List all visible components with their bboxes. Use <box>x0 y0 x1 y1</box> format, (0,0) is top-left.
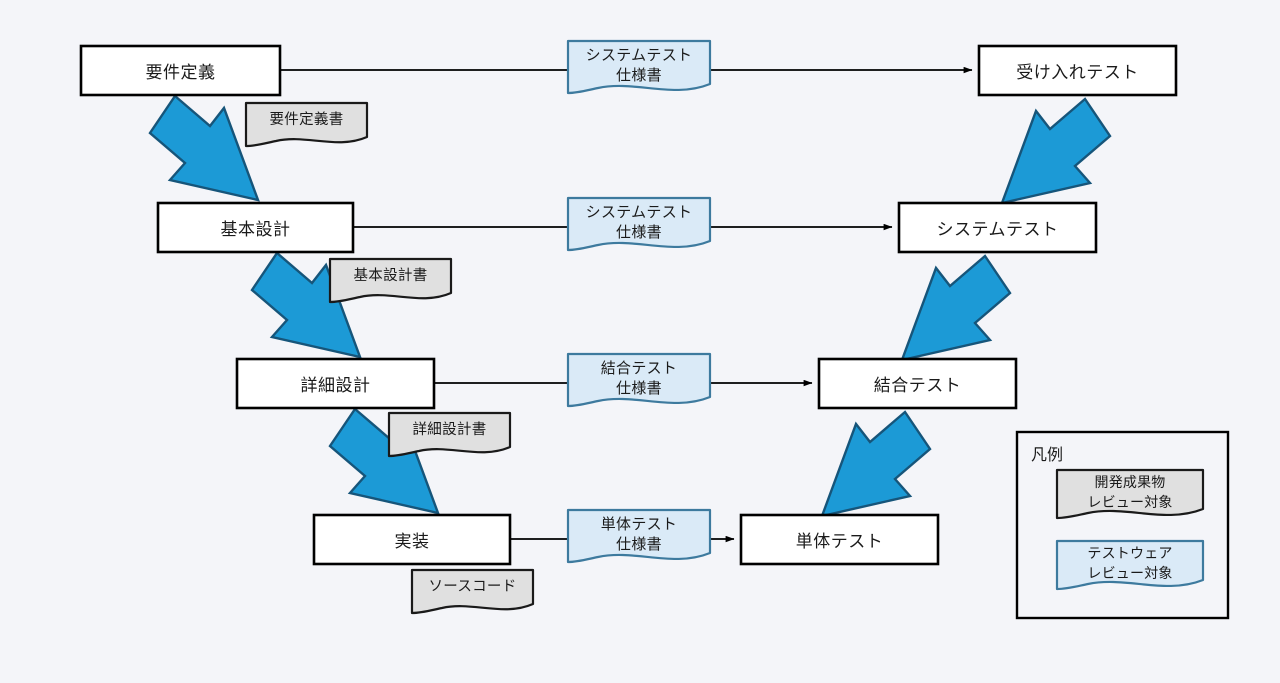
artifact-doc-requirements-spec[interactable] <box>244 101 369 148</box>
arrow-system-test-to-acceptance-test <box>1000 97 1112 205</box>
phase-box-system-test[interactable] <box>897 201 1098 254</box>
arrow-basic-design-to-detailed-design <box>250 251 362 359</box>
artifact-doc-detailed-design[interactable] <box>387 411 512 458</box>
legend-panel <box>1015 430 1230 620</box>
phase-box-detailed-design[interactable] <box>235 357 436 410</box>
phase-flow-arrows-down <box>148 94 440 515</box>
connector-lines <box>280 66 973 543</box>
arrow-unit-test-to-integration-test <box>820 410 932 518</box>
testware-doc-integration-test-spec[interactable] <box>566 352 712 408</box>
testware-documents <box>566 39 712 564</box>
artifact-documents <box>244 101 535 615</box>
legend-swatch-testware <box>1055 539 1205 591</box>
legend-border <box>1015 430 1230 620</box>
artifact-doc-source-code[interactable] <box>410 568 535 615</box>
phase-box-implementation[interactable] <box>312 513 512 566</box>
phase-box-integration-test[interactable] <box>817 357 1018 410</box>
testware-doc-system-test-spec-acceptance[interactable] <box>566 39 712 95</box>
artifact-doc-basic-design[interactable] <box>328 257 453 304</box>
legend-swatch-deliverable <box>1055 468 1205 520</box>
testware-doc-unit-test-spec[interactable] <box>566 508 712 564</box>
phase-flow-arrows-up <box>820 97 1112 518</box>
arrow-requirements-to-basic-design <box>148 94 260 202</box>
phase-box-requirements-definition[interactable] <box>79 44 282 97</box>
test-phase-boxes <box>739 44 1178 566</box>
arrow-integration-test-to-system-test <box>900 254 1012 362</box>
phase-box-unit-test[interactable] <box>739 513 940 566</box>
phase-box-acceptance-test[interactable] <box>977 44 1178 97</box>
testware-doc-system-test-spec[interactable] <box>566 196 712 252</box>
phase-box-basic-design[interactable] <box>156 201 355 254</box>
development-phase-boxes <box>79 44 512 566</box>
